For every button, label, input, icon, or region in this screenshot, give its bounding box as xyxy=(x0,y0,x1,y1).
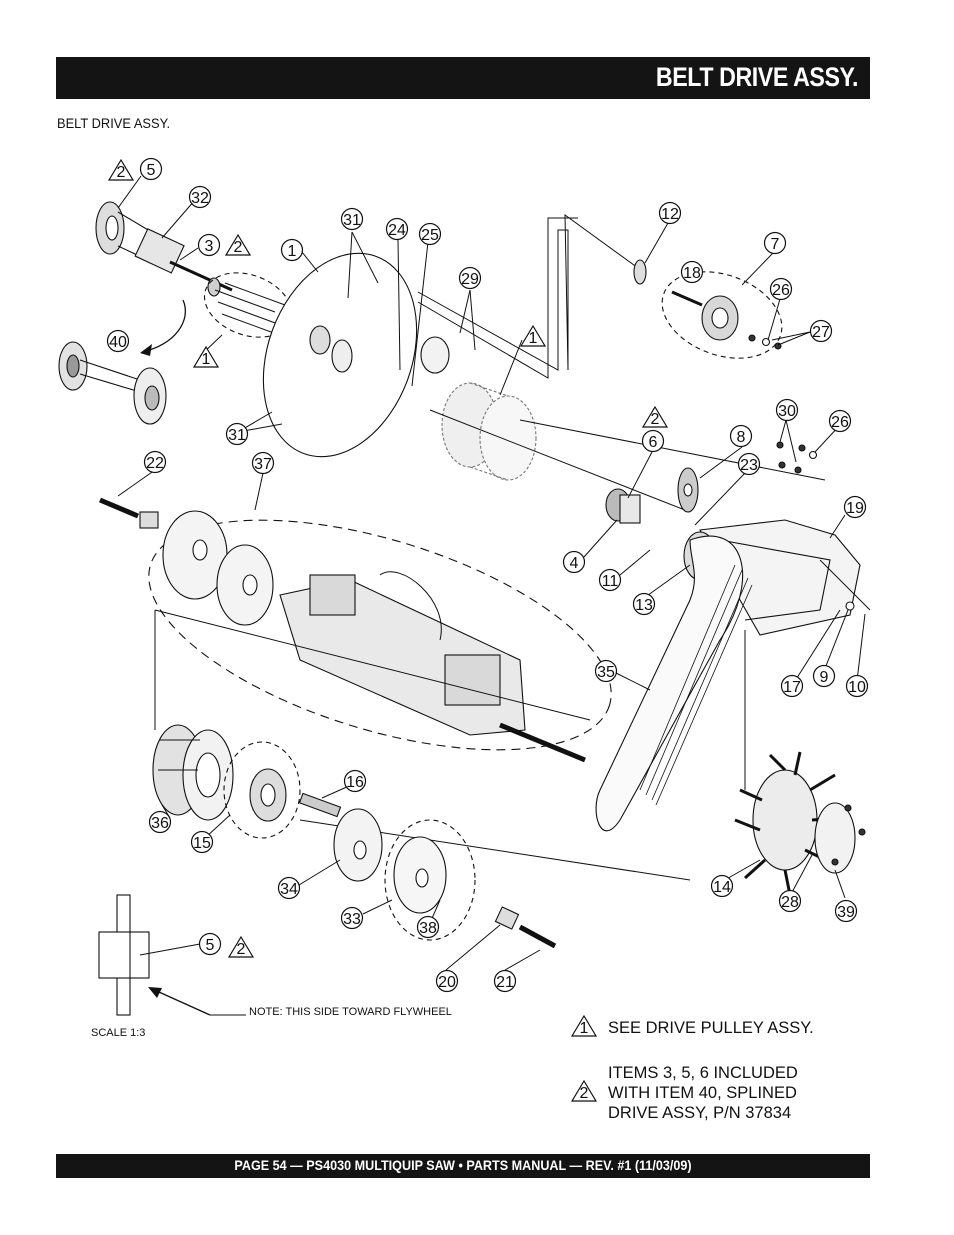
callout-28: 28 xyxy=(781,894,799,911)
callout-40: 40 xyxy=(109,334,127,351)
legend-item-2-line-2: WITH ITEM 40, SPLINED xyxy=(608,1084,797,1102)
callout-19: 19 xyxy=(846,500,864,517)
legend: 1 SEE DRIVE PULLEY ASSY. 2 ITEMS 3, 5, 6… xyxy=(571,1015,814,1122)
callout-36: 36 xyxy=(151,815,169,832)
callout-26b: 26 xyxy=(831,414,849,431)
pulley-8 xyxy=(677,467,699,513)
callout-26: 26 xyxy=(772,282,790,299)
page-footer-text: PAGE 54 — PS4030 MULTIQUIP SAW • PARTS M… xyxy=(234,1157,692,1173)
detail-note: NOTE: THIS SIDE TOWARD FLYWHEEL xyxy=(249,1006,452,1018)
section-caption: BELT DRIVE ASSY. xyxy=(57,115,171,131)
callout-10: 10 xyxy=(848,679,866,696)
legend-triangle-2: 2 xyxy=(580,1085,589,1102)
bolt-22 xyxy=(99,497,159,529)
page-header-bar: BELT DRIVE ASSY. xyxy=(56,57,870,99)
callout-37: 37 xyxy=(254,456,272,473)
callout-17: 17 xyxy=(783,679,801,696)
callout-14: 14 xyxy=(713,879,731,896)
flywheel-detail-section xyxy=(98,894,246,1016)
detail-scale: SCALE 1:3 xyxy=(91,1027,145,1039)
motor-coupling-7 xyxy=(671,290,782,350)
curved-arrow xyxy=(141,299,187,353)
callout-27: 27 xyxy=(812,324,830,341)
key-16 xyxy=(298,792,342,818)
dashed-group-7 xyxy=(661,271,783,359)
callout-34: 34 xyxy=(280,881,298,898)
callout-39: 39 xyxy=(837,904,855,921)
leader-lines xyxy=(114,175,866,971)
flywheel-disk xyxy=(162,510,274,626)
callout-4: 4 xyxy=(570,555,579,572)
callout-38: 38 xyxy=(419,920,437,937)
callout-25: 25 xyxy=(421,227,439,244)
callout-31: 31 xyxy=(343,212,361,229)
legend-item-2-line-1: ITEMS 3, 5, 6 INCLUDED xyxy=(608,1064,798,1082)
callout-33: 33 xyxy=(343,911,361,928)
callout-9: 9 xyxy=(820,669,829,686)
bolt-21 xyxy=(494,906,557,949)
callout-21: 21 xyxy=(496,974,514,991)
callout-15: 15 xyxy=(193,835,211,852)
callout-12: 12 xyxy=(661,206,679,223)
drive-pulley-ghost xyxy=(441,382,537,481)
callout-32: 32 xyxy=(191,190,209,207)
callout-triangle-1b: 1 xyxy=(202,351,211,368)
callout-22: 22 xyxy=(146,455,164,472)
callout-6: 6 xyxy=(649,434,658,451)
callout-7: 7 xyxy=(771,236,780,253)
v-belt-35 xyxy=(595,535,753,832)
callout-triangle-2b: 2 xyxy=(234,239,243,256)
callout-18: 18 xyxy=(683,265,701,282)
callout-29: 29 xyxy=(461,271,479,288)
callout-triangle-2d: 2 xyxy=(237,941,246,958)
callout-5: 5 xyxy=(147,162,156,179)
pulley-34 xyxy=(333,808,383,882)
pulley-36 xyxy=(152,724,234,821)
legend-triangle-1: 1 xyxy=(580,1020,589,1037)
splined-drive-assy-40 xyxy=(58,341,167,425)
callout-1: 1 xyxy=(288,243,297,260)
callout-13: 13 xyxy=(635,597,653,614)
drawing-linework xyxy=(58,201,871,1016)
callout-triangle-2c: 2 xyxy=(651,411,660,428)
jackshaft-housing xyxy=(279,571,586,763)
splined-hub-top xyxy=(95,201,233,297)
page-title: BELT DRIVE ASSY. xyxy=(655,62,859,92)
dashed-group-37 xyxy=(148,519,612,751)
bushing-15 xyxy=(249,768,287,822)
callout-23: 23 xyxy=(740,457,758,474)
callout-16: 16 xyxy=(346,774,364,791)
callout-triangle-2: 2 xyxy=(117,164,126,181)
fan-14 xyxy=(734,751,866,896)
callout-triangle-1: 1 xyxy=(529,330,538,347)
callout-balloons: 2 5 32 3 2 1 31 24 25 29 1 1 40 31 12 7 … xyxy=(106,157,869,993)
callout-35: 35 xyxy=(597,664,615,681)
legend-item-2-line-3: DRIVE ASSY, P/N 37834 xyxy=(608,1104,791,1122)
callout-30: 30 xyxy=(778,403,796,420)
callout-5b: 5 xyxy=(206,937,215,954)
hub-6 xyxy=(605,488,641,524)
dashed-group-33 xyxy=(384,819,476,941)
legend-item-1-text: SEE DRIVE PULLEY ASSY. xyxy=(608,1019,814,1037)
callout-24: 24 xyxy=(388,222,406,239)
callout-20: 20 xyxy=(438,974,456,991)
bolts-group xyxy=(214,282,286,337)
pulley-33 xyxy=(393,836,447,914)
leader-zigzag xyxy=(417,214,639,371)
page-footer-bar: PAGE 54 — PS4030 MULTIQUIP SAW • PARTS M… xyxy=(56,1154,870,1178)
callout-31b: 31 xyxy=(228,427,246,444)
dashed-group-15 xyxy=(223,741,301,839)
callout-8: 8 xyxy=(737,429,746,446)
mounting-plate-1 xyxy=(262,252,450,458)
callout-11: 11 xyxy=(602,573,619,590)
callout-3: 3 xyxy=(205,238,214,255)
